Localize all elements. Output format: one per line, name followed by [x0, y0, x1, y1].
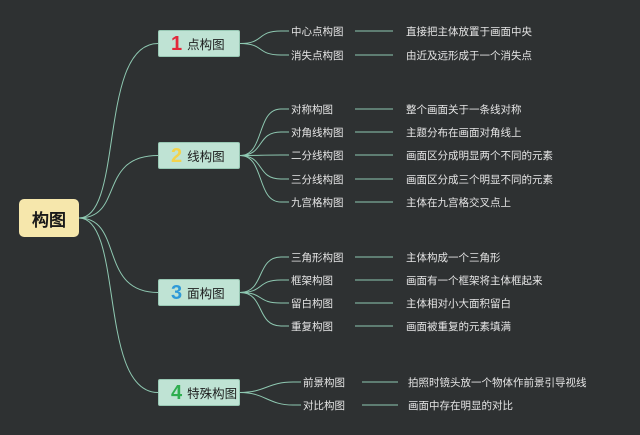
sub-item-label[interactable]: 三分线构图 — [291, 174, 344, 186]
branch-to-item-link — [239, 30, 282, 44]
branch-node-2[interactable]: 2 线构图 — [158, 142, 240, 169]
branch-to-item-link — [239, 155, 282, 203]
branch-number: 3 — [171, 281, 183, 304]
sub-item-description: 画面有一个框架将主体框起来 — [406, 275, 543, 287]
sub-item-description: 整个画面关于一条线对称 — [406, 104, 522, 116]
branch-node-3[interactable]: 3 面构图 — [158, 279, 240, 306]
sub-item-label[interactable]: 消失点构图 — [291, 50, 344, 62]
sub-item-label[interactable]: 对比构图 — [303, 400, 345, 412]
branch-node-1[interactable]: 1 点构图 — [158, 30, 240, 57]
branch-to-item-link — [239, 43, 282, 56]
sub-item-description: 主体相对小大面积留白 — [406, 298, 511, 310]
sub-item-label[interactable]: 中心点构图 — [291, 26, 344, 38]
root-to-branch-link — [78, 217, 159, 393]
sub-item-label[interactable]: 二分线构图 — [291, 150, 344, 162]
branch-to-item-link — [239, 279, 282, 293]
sub-item-label[interactable]: 九宫格构图 — [291, 197, 344, 209]
branch-label: 特殊构图 — [187, 386, 238, 401]
branch-node-4[interactable]: 4 特殊构图 — [158, 379, 240, 406]
branch-label: 点构图 — [187, 37, 225, 52]
root-node[interactable]: 构图 — [19, 199, 79, 237]
branch-to-item-link — [239, 155, 282, 180]
root-label: 构图 — [32, 210, 66, 231]
sub-item-description: 主题分布在画面对角线上 — [406, 127, 522, 139]
sub-item-description: 画面区分成明显两个不同的元素 — [406, 150, 553, 162]
sub-item-description: 由近及远形成于一个消失点 — [406, 50, 532, 62]
branch-to-item-link — [239, 292, 282, 327]
sub-item-description: 主体构成一个三角形 — [406, 252, 501, 264]
sub-item-label[interactable]: 重复构图 — [291, 321, 333, 333]
branch-to-item-link — [239, 131, 282, 156]
sub-item-description: 主体在九宫格交叉点上 — [406, 197, 511, 209]
root-to-branch-link — [78, 155, 159, 219]
branch-to-item-link — [239, 154, 282, 156]
sub-item-description: 拍照时镜头放一个物体作前景引导视线 — [408, 377, 587, 389]
branch-number: 2 — [171, 144, 183, 167]
sub-item-label[interactable]: 对称构图 — [291, 104, 333, 116]
branch-label: 线构图 — [187, 149, 225, 164]
sub-item-label[interactable]: 三角形构图 — [291, 252, 344, 264]
root-to-branch-link — [78, 217, 159, 293]
branch-label: 面构图 — [187, 286, 225, 301]
sub-item-description: 画面被重复的元素填满 — [406, 321, 511, 333]
sub-item-description: 画面区分成三个明显不同的元素 — [406, 174, 553, 186]
branch-to-item-link — [239, 381, 294, 393]
sub-item-label[interactable]: 对角线构图 — [291, 127, 344, 139]
branch-number: 1 — [171, 32, 183, 55]
branch-number: 4 — [171, 381, 183, 404]
sub-item-label[interactable]: 留白构图 — [291, 298, 333, 310]
branch-to-item-link — [239, 108, 282, 156]
sub-item-description: 直接把主体放置于画面中央 — [406, 26, 532, 38]
branch-to-item-link — [239, 392, 294, 406]
sub-item-label[interactable]: 前景构图 — [303, 377, 345, 389]
branch-to-item-link — [239, 256, 282, 293]
root-to-branch-link — [78, 43, 159, 219]
branch-to-item-link — [239, 292, 282, 304]
sub-item-label[interactable]: 框架构图 — [291, 275, 333, 287]
sub-item-description: 画面中存在明显的对比 — [408, 400, 513, 412]
